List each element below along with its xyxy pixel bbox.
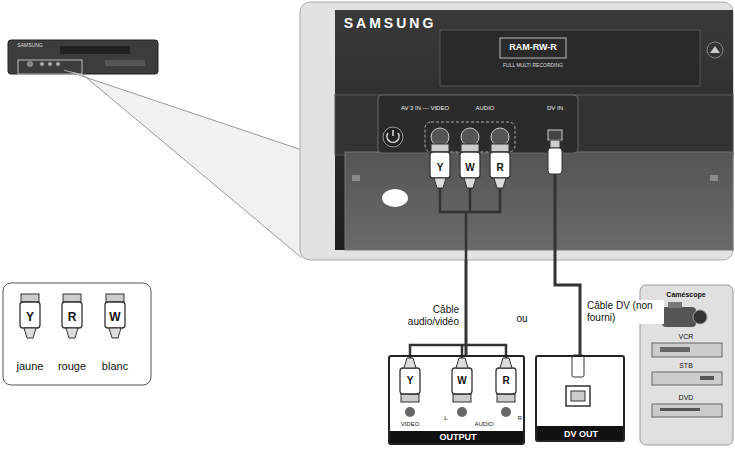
dv-out-box: DV OUT: [535, 355, 625, 442]
cable-label: Câble DV (non fourni): [586, 300, 664, 324]
part-label: FULL MULTI RECORDING: [503, 63, 563, 69]
part-label: AUDIO: [475, 105, 494, 112]
node-text: DV OUT: [564, 430, 598, 440]
node-text: STB: [679, 362, 693, 370]
part-label: DV IN: [547, 105, 563, 112]
node-text: SAMSUNG: [344, 16, 437, 31]
part-label: W: [465, 162, 474, 173]
part-label: RAM-RW-R: [509, 43, 557, 53]
part-label: R: [68, 311, 77, 324]
part-label: SAMSUNG: [17, 43, 42, 49]
part-label: R: [496, 162, 503, 173]
part-label: W: [109, 311, 120, 324]
part-label: R: [502, 375, 509, 386]
part-label: ou: [516, 313, 527, 324]
recorder-panel: SAMSUNG: [300, 2, 733, 260]
part-label: W: [457, 375, 466, 386]
part-label: rouge: [58, 360, 86, 372]
node-text: VCR: [679, 333, 694, 341]
node-text: Caméscope: [666, 291, 705, 299]
part-label: AUDIO: [474, 421, 493, 428]
part-label: R: [518, 415, 522, 422]
part-label: Y: [437, 162, 444, 173]
part-label: jaune: [17, 360, 44, 372]
part-label: L: [444, 415, 447, 422]
cable-line: [555, 260, 580, 355]
cable-label: Câble audio/vidéo: [380, 304, 460, 328]
output-box: OUTPUT: [388, 355, 525, 445]
part-label: Y: [407, 375, 414, 386]
part-label: Y: [26, 311, 34, 324]
part-label: VIDEO: [401, 421, 420, 428]
node-text: OUTPUT: [440, 433, 477, 443]
part-label: AV 3 IN — VIDEO: [401, 105, 449, 112]
cable-line: [465, 260, 468, 355]
node-text: DVD: [679, 394, 694, 402]
part-label: blanc: [102, 360, 128, 372]
